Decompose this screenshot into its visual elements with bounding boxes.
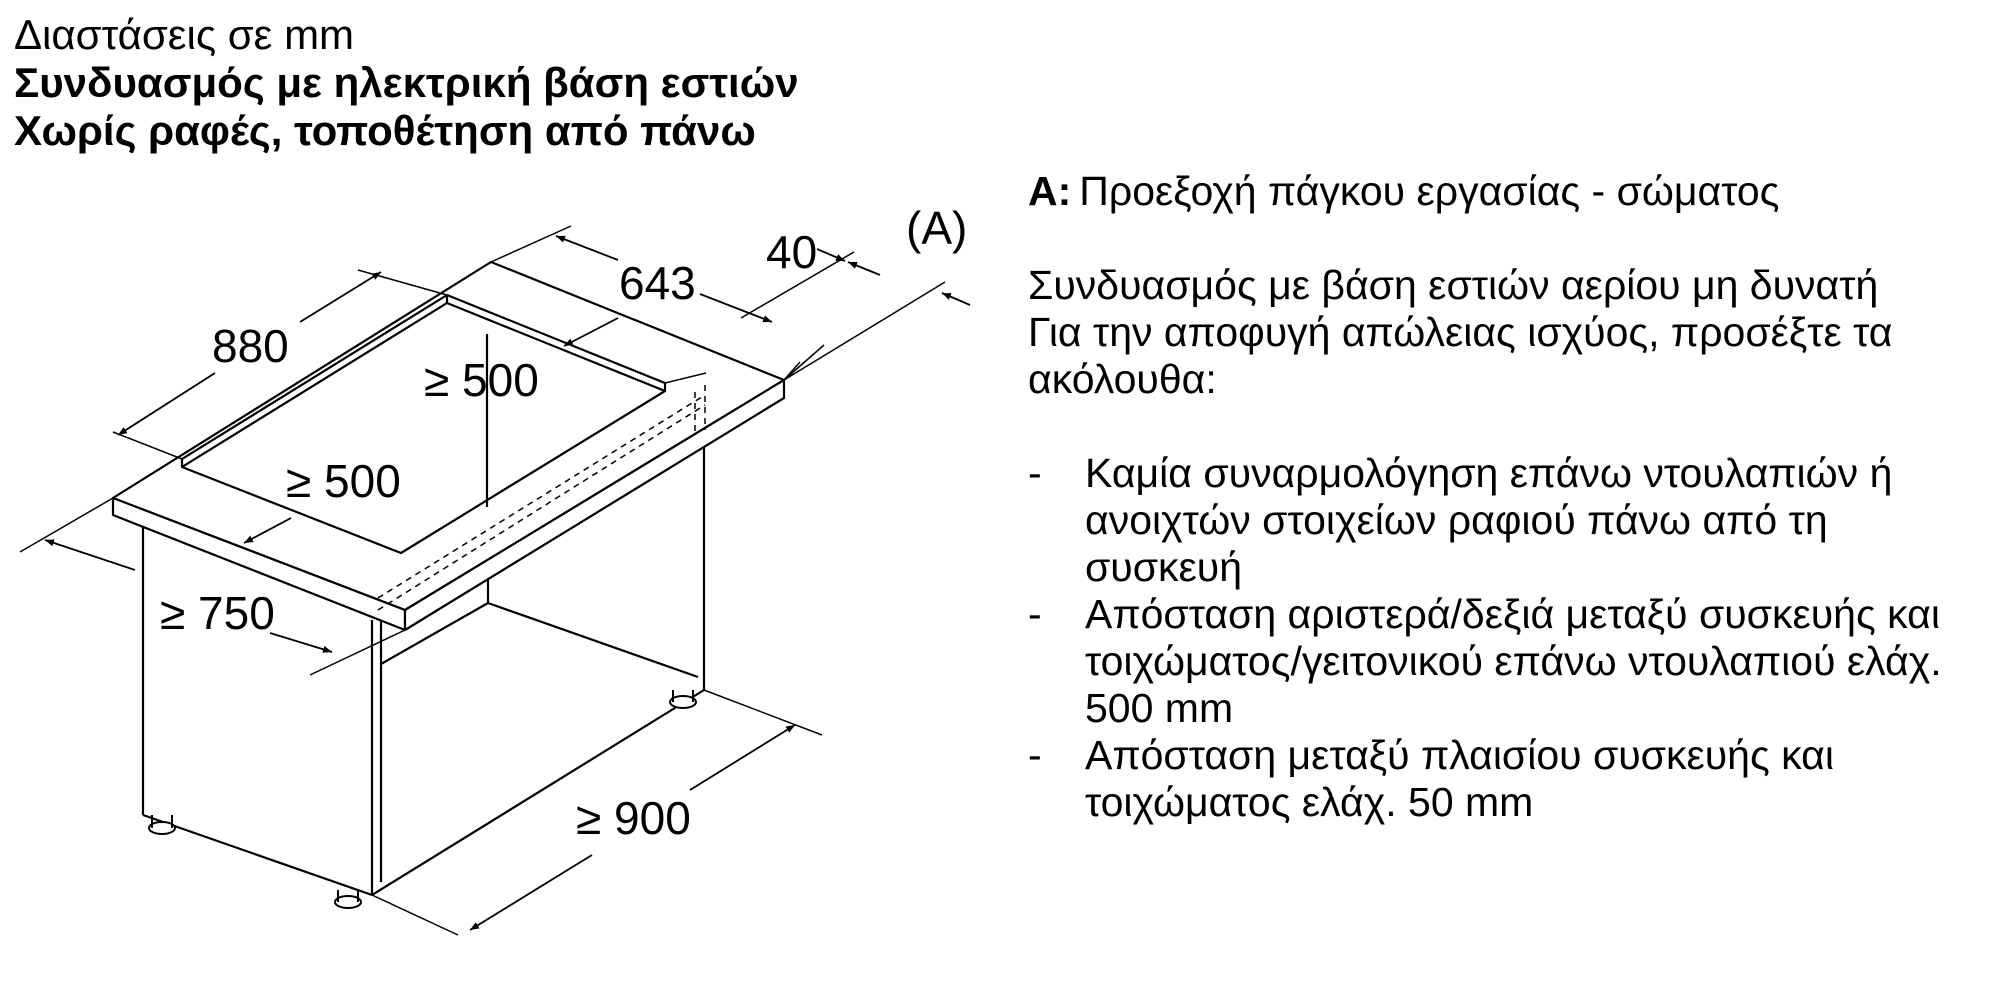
list-item-text: Καμία συναρμολόγηση επάνω ντουλαπιών ή α…	[1085, 450, 1893, 590]
units-note: Διαστάσεις σε mm	[14, 11, 355, 58]
note-a: A:Προεξοχή πάγκου εργασίας - σώματος	[1028, 168, 1988, 215]
list-item: -Απόσταση μεταξύ πλαισίου συσκευής και τ…	[1028, 732, 1988, 826]
cabinet-feet	[148, 690, 697, 909]
dim-880-label: 880	[212, 320, 289, 372]
note-a-text: Προεξοχή πάγκου εργασίας - σώματος	[1079, 168, 1780, 214]
list-item-text: Απόσταση μεταξύ πλαισίου συσκευής και το…	[1085, 732, 1834, 825]
dim-min-500-back-label: ≥ 500	[424, 354, 539, 406]
notes-panel: A:Προεξοχή πάγκου εργασίας - σώματος Συν…	[1028, 168, 1988, 826]
dim-min-900-label: ≥ 900	[576, 792, 691, 844]
dim-min-500-front-label: ≥ 500	[286, 455, 401, 507]
extension-lines	[19, 225, 946, 936]
dimension-lines	[44, 235, 971, 931]
title-line-1: Συνδυασμός με ηλεκτρική βάση εστιών	[14, 59, 799, 106]
gas-note: Συνδυασμός με βάση εστιών αερίου μη δυνα…	[1028, 262, 1879, 308]
label-a: (A)	[906, 202, 967, 254]
cabinet	[141, 400, 706, 897]
list-item: -Απόσταση αριστερά/δεξιά μεταξύ συσκευής…	[1028, 591, 1988, 732]
dim-643-label: 643	[619, 257, 696, 309]
bullet-dash: -	[1028, 732, 1042, 778]
intro-note: Για την αποφυγή απώλειας ισχύος, προσέξτ…	[1028, 309, 1893, 402]
list-item-text: Απόσταση αριστερά/δεξιά μεταξύ συσκευής …	[1085, 591, 1942, 731]
note-a-key: A:	[1028, 168, 1072, 214]
title-line-2: Χωρίς ραφές, τοποθέτηση από πάνω	[14, 107, 756, 154]
dim-min-750-label: ≥ 750	[160, 587, 275, 639]
installation-diagram: 880 643 40 (A) ≥ 500 ≥ 500 ≥ 750 ≥ 900	[19, 202, 971, 936]
bullet-dash: -	[1028, 591, 1042, 637]
requirements-list: -Καμία συναρμολόγηση επάνω ντουλαπιών ή …	[1028, 450, 1988, 826]
dim-40-label: 40	[766, 226, 817, 278]
list-item: -Καμία συναρμολόγηση επάνω ντουλαπιών ή …	[1028, 450, 1988, 591]
hob-cutout	[180, 293, 667, 555]
hidden-edges	[377, 385, 706, 611]
bullet-dash: -	[1028, 450, 1042, 496]
